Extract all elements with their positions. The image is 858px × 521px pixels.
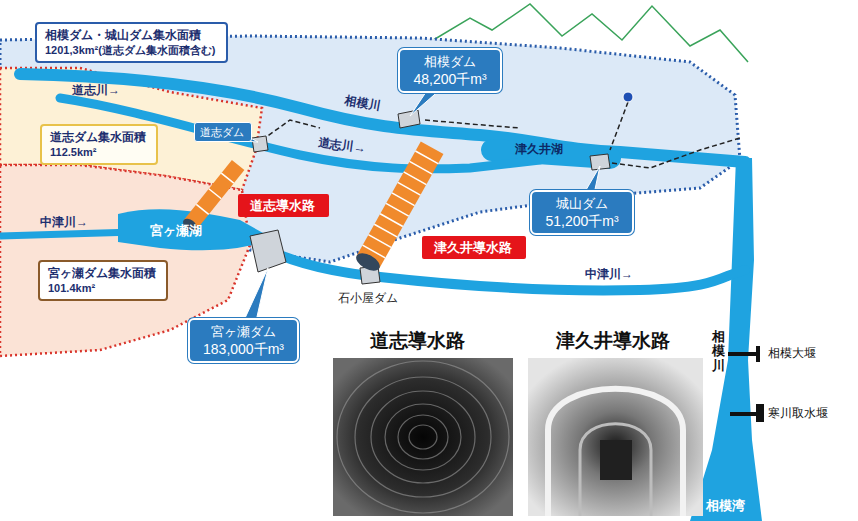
facility-marker	[623, 92, 633, 102]
box-title: 相模ダム・城山ダム集水面積	[45, 27, 218, 43]
tunnel-photo	[333, 358, 513, 516]
box-value: 51,200千m³	[544, 212, 620, 230]
river-label: 中津川→	[585, 266, 633, 283]
weir-symbol	[728, 346, 764, 422]
pipeline	[262, 102, 740, 168]
tunnel-tag: 津久井導水路	[422, 236, 526, 259]
box-value: 101.4km²	[48, 281, 158, 296]
catchment-box: 宮ヶ瀬ダム集水面積101.4km²	[38, 260, 168, 301]
lake-label: 津久井湖	[515, 141, 563, 158]
box-title: 津久井導水路	[434, 239, 514, 256]
box-value: 1201,3km²(道志ダム集水面積含む)	[45, 43, 218, 58]
box-title: 宮ヶ瀬ダム	[202, 323, 285, 340]
dam-label: 石小屋ダム	[338, 290, 398, 307]
photo-heading: 津久井導水路	[556, 328, 670, 354]
river-label: 中津川→	[40, 214, 88, 231]
weir-label: 相模大堰	[768, 345, 816, 362]
box-title: 道志ダム	[200, 125, 246, 139]
box-title: 城山ダム	[544, 195, 620, 212]
box-title: 道志ダム集水面積	[50, 129, 148, 145]
weir-label: 寒川取水堰	[768, 405, 828, 422]
box-title: 相模ダム	[412, 53, 488, 70]
river-label: 相模川	[712, 330, 725, 373]
nakatsu-river-upper	[0, 232, 135, 236]
tunnel-tag: 道志導水路	[238, 194, 329, 217]
doshi-tunnel	[181, 160, 245, 234]
box-value: 48,200千m³	[412, 70, 488, 88]
photo-heading: 道志導水路	[370, 328, 465, 354]
river-label: 道志川→	[72, 82, 120, 99]
dam-callout: 宮ヶ瀬ダム183,000千m³	[188, 318, 299, 363]
catchment-box: 道志ダム集水面積112.5km²	[40, 124, 158, 165]
catchment-box: 相模ダム・城山ダム集水面積1201,3km²(道志ダム集水面積含む)	[35, 22, 228, 63]
box-title: 宮ヶ瀬ダム集水面積	[48, 265, 158, 281]
bay-label: 相模湾	[706, 497, 745, 515]
dam-tag: 道志ダム	[194, 122, 252, 142]
tunnel-photo	[528, 358, 703, 516]
box-value: 183,000千m³	[202, 340, 285, 358]
dam-callout: 城山ダム51,200千m³	[530, 190, 634, 235]
box-title: 道志導水路	[250, 197, 317, 214]
dam-callout: 相模ダム48,200千m³	[398, 48, 502, 93]
lake-label: 宮ヶ瀬湖	[150, 222, 202, 240]
box-value: 112.5km²	[50, 145, 148, 160]
